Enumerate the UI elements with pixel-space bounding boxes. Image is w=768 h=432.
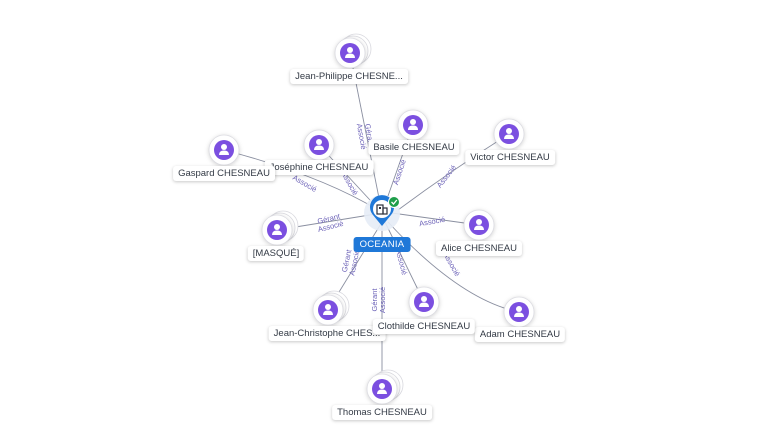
avatar-body xyxy=(504,134,514,139)
company-name-label[interactable]: OCEANIA xyxy=(353,237,411,252)
person-avatar-icon xyxy=(312,290,350,326)
person-label[interactable]: Joséphine CHESNEAU xyxy=(264,160,374,175)
edge-label-1: Associé xyxy=(391,158,408,186)
person-avatar-icon xyxy=(397,109,429,141)
avatar-body xyxy=(408,125,418,130)
building-icon xyxy=(376,204,388,215)
avatar-body xyxy=(377,389,387,394)
person-label[interactable]: Gaspard CHESNEAU xyxy=(173,166,275,181)
avatar-head xyxy=(506,128,512,134)
person-avatar-icon xyxy=(408,286,440,318)
edge-relation: Associé xyxy=(291,173,318,194)
person-node-4[interactable] xyxy=(208,134,240,166)
edge-4 xyxy=(223,149,379,211)
person-label[interactable]: Victor CHESNEAU xyxy=(465,150,555,165)
person-label[interactable]: Jean-Philippe CHESNE... xyxy=(290,69,408,84)
edge-label-10: GérantAssocié xyxy=(370,287,387,313)
avatar-body xyxy=(474,225,484,230)
person-avatar-icon xyxy=(208,134,240,166)
person-node-0[interactable] xyxy=(334,33,372,69)
avatar-head xyxy=(316,139,322,145)
avatar-head xyxy=(421,296,427,302)
company-node[interactable] xyxy=(364,195,400,231)
person-avatar-icon xyxy=(493,118,525,150)
avatar-body xyxy=(345,53,355,58)
edge-label-5: GérantAssocié xyxy=(315,211,345,234)
person-avatar-icon xyxy=(334,33,372,69)
avatar-head xyxy=(410,119,416,125)
edge-relation: Associé xyxy=(378,287,387,313)
avatar-head xyxy=(379,383,385,389)
avatar-head xyxy=(476,219,482,225)
avatar-head xyxy=(347,47,353,53)
person-avatar-icon xyxy=(303,129,335,161)
person-avatar-icon xyxy=(503,296,535,328)
edge-label-4: Associé xyxy=(291,173,318,194)
person-node-5[interactable] xyxy=(261,210,299,246)
avatar-head xyxy=(221,144,227,150)
person-node-10[interactable] xyxy=(366,369,404,405)
person-label[interactable]: Alice CHESNEAU xyxy=(435,241,523,256)
edge-relation: Associé xyxy=(391,158,408,186)
avatar-head xyxy=(325,304,331,310)
edge-relation: Associé xyxy=(435,163,458,189)
person-node-7[interactable] xyxy=(503,296,535,328)
avatar-body xyxy=(323,310,333,315)
person-label[interactable]: Adam CHESNEAU xyxy=(474,327,566,342)
edge-label-9: Associé xyxy=(394,248,409,276)
edge-relation: Associé xyxy=(394,248,409,276)
person-label[interactable]: Jean-Christophe CHES... xyxy=(268,326,386,341)
person-node-2[interactable] xyxy=(493,118,525,150)
avatar-body xyxy=(219,150,229,155)
avatar-head xyxy=(516,306,522,312)
person-node-8[interactable] xyxy=(312,290,350,326)
avatar-body xyxy=(514,312,524,317)
person-node-1[interactable] xyxy=(397,109,429,141)
person-label[interactable]: Thomas CHESNEAU xyxy=(332,405,432,420)
edge-label-6: Associé xyxy=(418,215,445,228)
edge-relation: Associé xyxy=(418,215,445,228)
verified-check-icon xyxy=(388,196,400,208)
edge-label-2: Associé xyxy=(435,163,458,189)
person-label[interactable]: Basile CHESNEAU xyxy=(368,140,460,155)
avatar-body xyxy=(419,302,429,307)
avatar-body xyxy=(314,145,324,150)
person-node-9[interactable] xyxy=(408,286,440,318)
person-label[interactable]: Clothilde CHESNEAU xyxy=(372,319,476,334)
person-avatar-icon xyxy=(261,210,299,246)
person-node-6[interactable] xyxy=(463,209,495,241)
person-node-3[interactable] xyxy=(303,129,335,161)
avatar-body xyxy=(272,230,282,235)
graph-nodes xyxy=(208,33,535,405)
person-avatar-icon xyxy=(463,209,495,241)
person-avatar-icon xyxy=(366,369,404,405)
avatar-head xyxy=(274,224,280,230)
edge-relation: Gérant xyxy=(370,288,379,312)
person-label[interactable]: [MASQUÉ] xyxy=(247,246,305,261)
edge-relation: Associé xyxy=(355,123,368,150)
